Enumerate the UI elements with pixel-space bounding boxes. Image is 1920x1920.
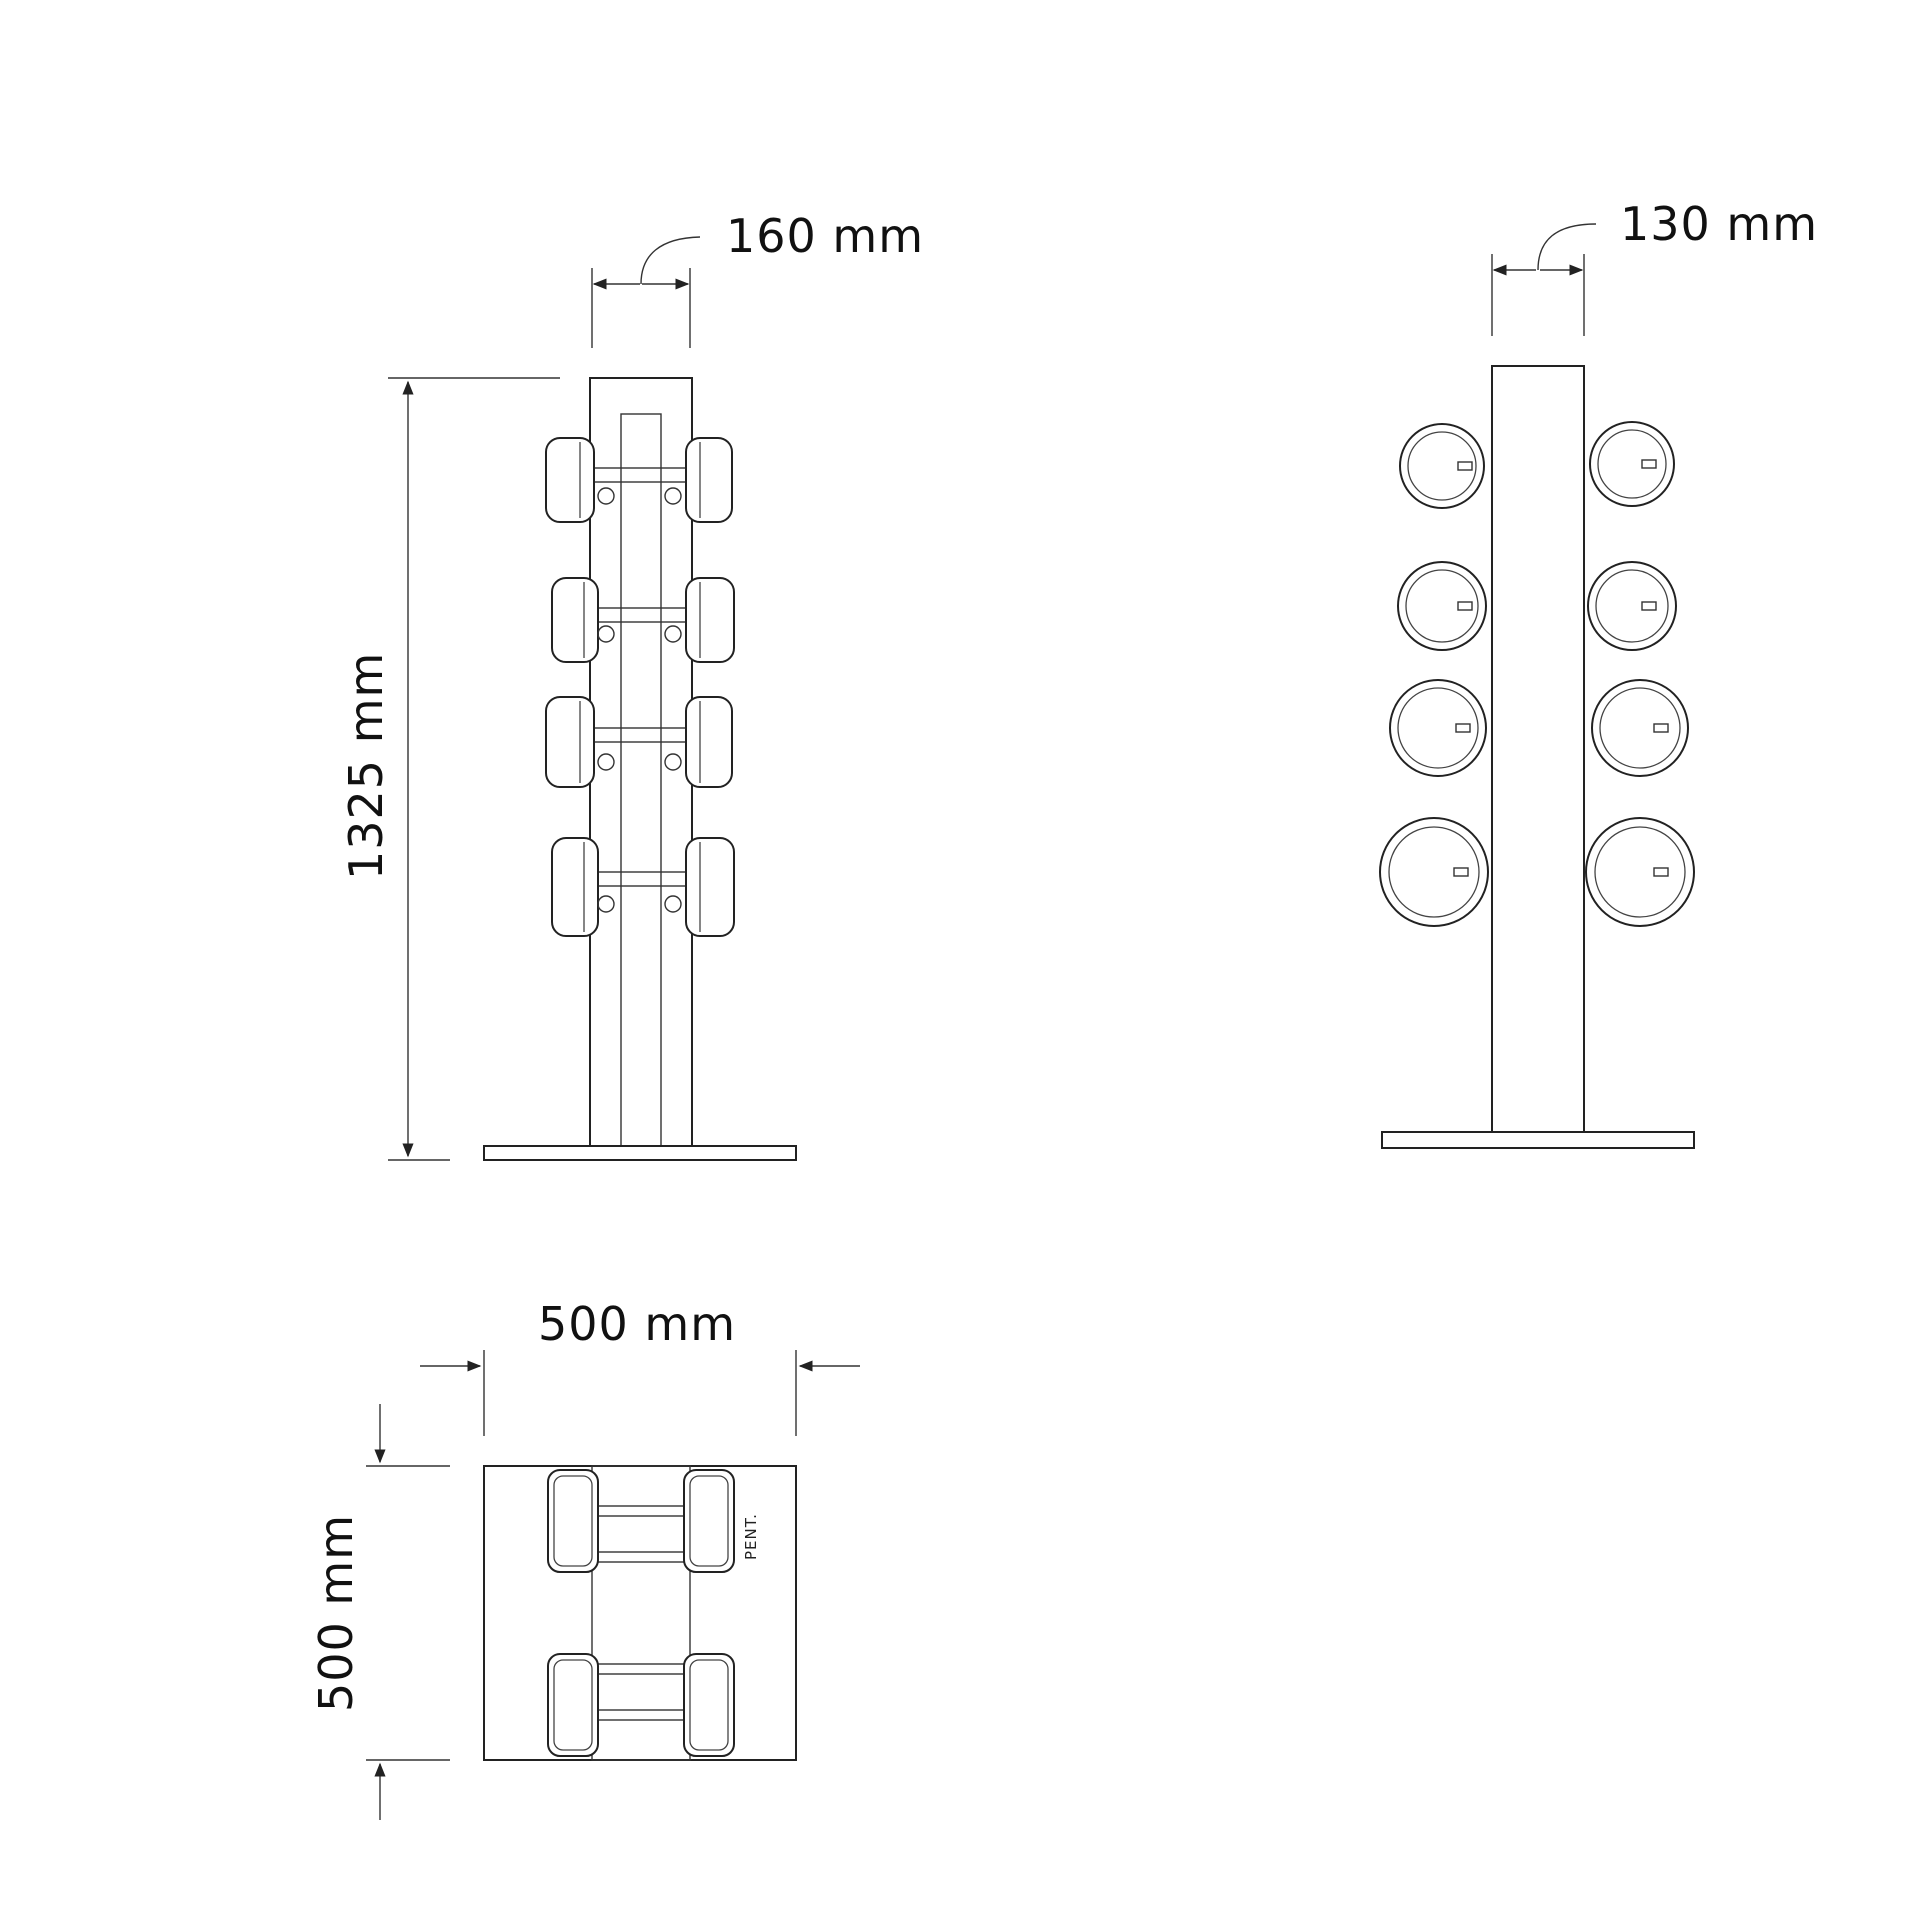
front-width-label: 160 mm — [726, 209, 924, 263]
front-base-plate — [483, 1145, 797, 1161]
top-dumbbell — [547, 1469, 735, 1573]
front-dumbbells — [545, 437, 735, 937]
side-column — [1491, 365, 1585, 1135]
side-plate — [1585, 817, 1695, 927]
side-plate — [1587, 561, 1677, 651]
brand-mark: PENT. — [742, 1513, 760, 1560]
front-dumbbell — [551, 577, 735, 663]
front-dumbbell — [551, 837, 735, 937]
top-column-outline — [591, 1465, 691, 1761]
side-width-dimension: 130 mm — [1491, 197, 1818, 336]
side-width-label: 130 mm — [1620, 197, 1818, 251]
top-width-dimension: 500 mm — [420, 1297, 860, 1436]
front-column — [589, 377, 693, 1149]
top-depth-label: 500 mm — [309, 1514, 363, 1712]
side-plate — [1379, 817, 1489, 927]
top-depth-dimension: 500 mm — [309, 1404, 450, 1820]
front-height-label: 1325 mm — [339, 652, 393, 880]
front-width-dimension: 160 mm — [591, 209, 924, 348]
front-view: 160 mm 1325 mm — [339, 209, 924, 1161]
side-plate — [1591, 679, 1689, 777]
front-dumbbell — [545, 437, 733, 523]
front-dumbbell — [545, 696, 733, 788]
top-base-plate — [483, 1465, 797, 1761]
side-base-plate — [1381, 1131, 1695, 1149]
front-height-dimension: 1325 mm — [339, 377, 560, 1161]
side-weight-plates — [1379, 421, 1695, 927]
top-dumbbell — [547, 1653, 735, 1757]
top-width-label: 500 mm — [538, 1297, 736, 1351]
side-view: 130 mm — [1379, 197, 1818, 1149]
side-plate — [1399, 423, 1485, 509]
top-view: 500 mm 500 mm PENT. — [309, 1297, 860, 1820]
side-plate — [1389, 679, 1487, 777]
side-plate — [1397, 561, 1487, 651]
side-plate — [1589, 421, 1675, 507]
